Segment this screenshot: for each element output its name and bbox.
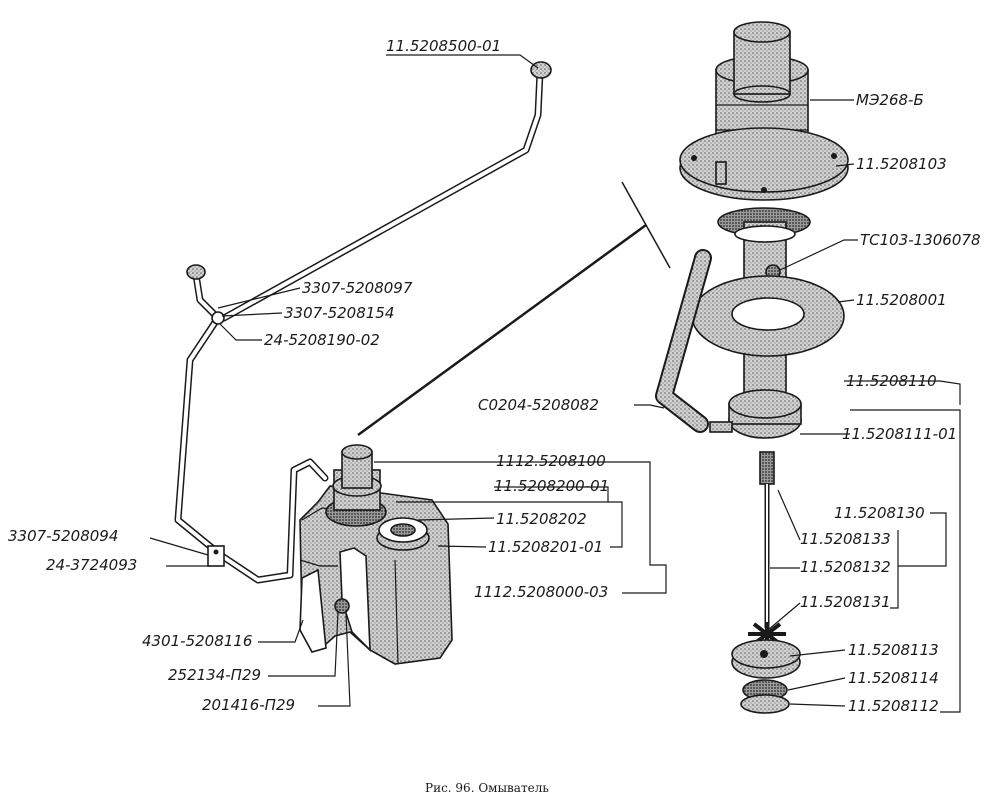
leader-lines [149,54,961,713]
label-left-tube: 3307-5208094 [8,527,118,545]
label-nozzle-upper: 11.5208500-01 [386,37,501,55]
label-plug: ТС103-1306078 [860,231,980,249]
inlet-nozzle [709,421,733,433]
label-impeller-housing: 11.5208113 [848,641,939,659]
label-motor: МЭ268-Б [856,91,924,109]
pump-lower-housing [728,389,802,439]
label-filter-base: 11.5208112 [848,697,939,715]
label-pump: 11.5208110 [846,372,937,390]
pump-motor [325,444,387,527]
label-upper-tube: 3307-5208097 [302,279,413,297]
mounting-flange [679,127,849,201]
impeller-housing [731,639,801,679]
label-washer: 201416-П29 [202,696,295,714]
label-shaft-assembly: 11.5208130 [834,504,925,522]
label-bracket: 4301-5208116 [142,632,252,650]
tank-bracket [299,568,327,653]
upper-tube [220,68,544,322]
label-hose: С0204-5208082 [478,396,599,414]
impeller [748,622,786,648]
filter-base [740,694,790,714]
label-filter: 11.5208114 [848,669,939,687]
label-seal-ring: 11.5208001 [856,291,947,309]
label-flange: 11.5208103 [856,155,947,173]
label-tank: 11.5208200-01 [494,477,609,495]
label-washer-assembly: 1112.5208000-03 [474,583,608,601]
flange-outlet [715,161,727,185]
sealing-ring [691,275,845,357]
filler-cap [376,517,430,551]
hose [655,249,712,433]
label-bolt: 252134-П29 [168,666,261,684]
label-clip: 24-3724093 [46,556,137,574]
label-impeller: 11.5208131 [800,593,891,611]
label-sleeve: 11.5208133 [800,530,891,548]
figure-caption: Рис. 96. Омыватель [425,781,549,795]
label-pump-assembly: 1112.5208100 [496,452,606,470]
tube-clip [207,545,225,567]
divider-line [357,181,671,437]
tee-connector [211,311,225,325]
label-tee: 24-5208190-02 [264,331,380,349]
label-shaft: 11.5208132 [800,558,891,576]
label-tank-body: 11.5208201-01 [488,538,603,556]
label-tube-connector: 3307-5208154 [284,304,394,322]
shaft-sleeve [759,451,775,485]
label-cap: 11.5208202 [496,510,587,528]
motor-can [733,21,791,103]
label-pump-housing: 11.5208111-01 [842,425,957,443]
tank-fastener [334,598,350,614]
lower-nozzle [186,264,206,280]
